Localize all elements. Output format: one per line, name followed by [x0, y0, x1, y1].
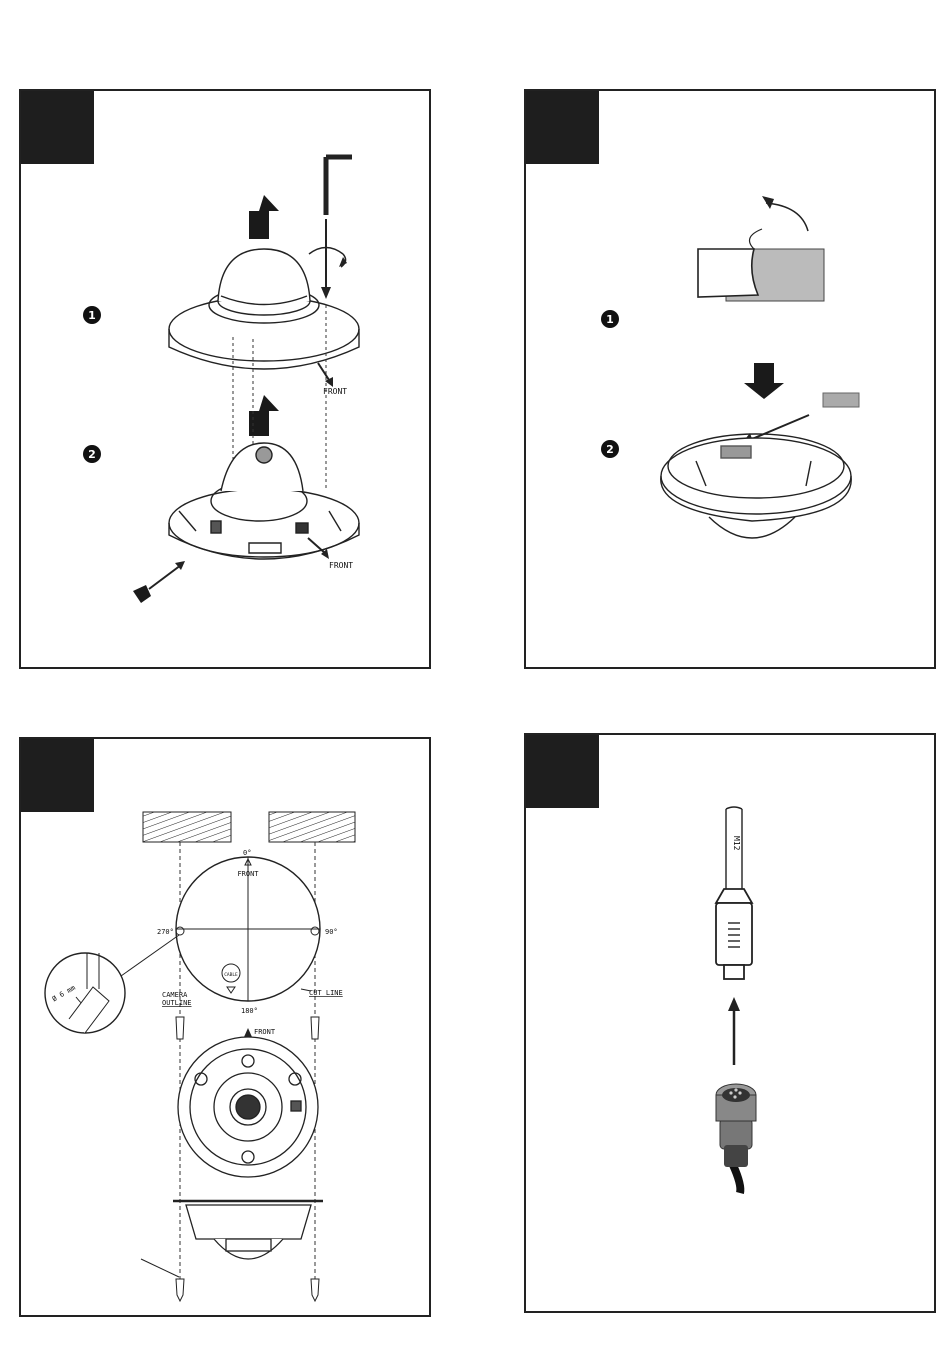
base-plate-top: [178, 1037, 318, 1177]
desiccant-illustration: 1 2: [526, 91, 938, 671]
panel-m12-connector: M12: [524, 733, 936, 1313]
camera-housing: [661, 434, 851, 538]
connector-female: [716, 889, 752, 979]
cut-line-label: CUT LINE: [309, 989, 343, 997]
panel-desiccant: 1 2: [524, 89, 936, 669]
angle-90: 90°: [325, 928, 338, 936]
angle-270: 270°: [157, 928, 174, 936]
drill-detail: Ø 6 mm: [45, 935, 179, 1033]
step-badge: 2: [88, 448, 96, 461]
screw: [176, 1279, 319, 1301]
front-label: FRONT: [329, 561, 353, 570]
cable-label: M12: [732, 836, 741, 851]
m12-connector-illustration: M12: [526, 735, 938, 1315]
svg-text:CABLE: CABLE: [224, 972, 238, 978]
remove-dome-illustration: FRONT FRONT 1 2: [21, 91, 433, 671]
front-label: FRONT: [323, 387, 347, 396]
step-badge: 1: [606, 313, 614, 326]
dome-cover: [169, 249, 359, 369]
camera-outline-label: CAMERA: [162, 991, 188, 999]
front-label: FRONT: [254, 1028, 276, 1036]
panel-remove-dome: FRONT FRONT 1 2: [19, 89, 431, 669]
angle-180: 180°: [241, 1007, 258, 1015]
front-label: FRONT: [237, 870, 259, 878]
step-badge: 2: [606, 443, 614, 456]
ceiling-section: [269, 812, 355, 842]
camera-base: [169, 443, 359, 559]
sd-card-icon: [133, 561, 185, 603]
arrow-up-icon: [249, 195, 279, 239]
angle-0: 0°: [243, 849, 251, 857]
camera-outline-label: OUTLINE: [162, 999, 192, 1007]
mounting-template-illustration: CABLE 0° FRONT 90° 180° 270° CAMERA OUTL…: [21, 739, 433, 1319]
arrow-down-icon: [744, 363, 784, 399]
camera-side-view: [173, 1201, 323, 1259]
ceiling-section: [143, 812, 231, 842]
m12-plug-icon: [716, 1084, 756, 1193]
panel-mount-template: CABLE 0° FRONT 90° 180° 270° CAMERA OUTL…: [19, 737, 431, 1317]
step-badge: 1: [88, 309, 96, 322]
hex-key-icon: [309, 157, 352, 299]
peel-label: [698, 196, 824, 301]
desiccant-pack: [823, 393, 859, 407]
